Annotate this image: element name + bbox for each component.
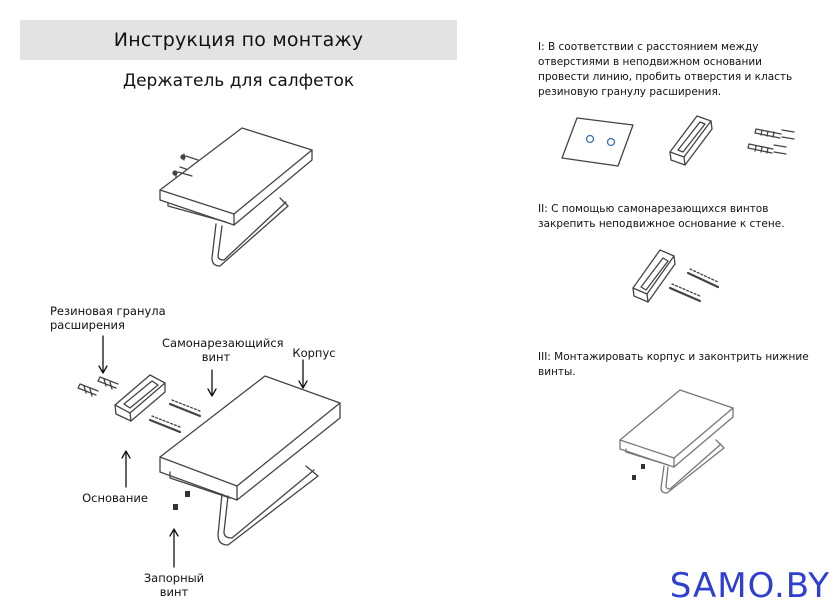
step2-drawing bbox=[632, 249, 720, 303]
label-screw: Самонарезающийся винт bbox=[162, 336, 284, 364]
step-3-text: III: Монтажировать корпус и законтрить н… bbox=[538, 351, 809, 378]
callout-arrows bbox=[98, 335, 308, 568]
label-lock-screw: Запорный винт bbox=[143, 571, 205, 599]
label-base: Основание bbox=[82, 491, 148, 505]
step3-drawing bbox=[619, 389, 734, 494]
exploded-drawing bbox=[77, 374, 341, 546]
product-drawing-top bbox=[159, 127, 313, 267]
brand-logo: SAMO.BY bbox=[669, 566, 830, 606]
step-1-text: I: В соответствии с расстоянием между от… bbox=[538, 41, 793, 98]
page-subtitle: Держатель для салфеток bbox=[122, 71, 355, 91]
step1-drawing bbox=[561, 115, 795, 167]
label-body: Корпус bbox=[292, 346, 336, 360]
step-2-text: II: С помощью самонарезающихся винтов за… bbox=[538, 203, 785, 230]
page-title: Инструкция по монтажу bbox=[113, 29, 364, 51]
title-bar: Инструкция по монтажу bbox=[20, 20, 457, 60]
label-rubber-plug: Резиновая гранула расширения bbox=[50, 304, 166, 332]
